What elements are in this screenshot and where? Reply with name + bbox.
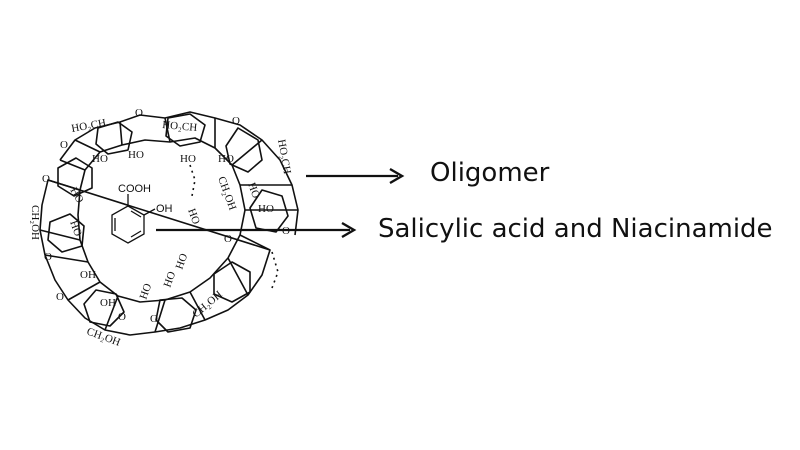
- ring-label-13: HO: [185, 207, 202, 226]
- benzene-ring: [111, 205, 145, 244]
- ring-label-31: O: [224, 233, 232, 245]
- ring-label-8: HO: [218, 153, 234, 165]
- ring-label-5: HO₂CH: [162, 119, 198, 134]
- sugar-unit-bottom-left: [83, 289, 125, 327]
- ring-label-9: HO₂CH: [275, 138, 293, 175]
- sugar-unit-right-top: [225, 127, 263, 173]
- sugar-unit-top-left: [95, 121, 133, 155]
- ring-label-11: CH₂OH: [215, 175, 238, 212]
- ring-label-7: HO: [180, 153, 196, 165]
- oligomer-label: Oligomer: [430, 158, 550, 188]
- sugar-unit-right-bottom: [213, 261, 251, 303]
- ring-label-30: O: [150, 313, 158, 325]
- ring-continuation-dots: [271, 251, 279, 289]
- guest-arrow-head: [341, 221, 357, 239]
- ring-label-17: HO: [67, 186, 85, 206]
- ring-label-28: HO: [174, 252, 191, 271]
- salicylic-acid-structure: [111, 194, 156, 244]
- sugar-unit-top-mid: [165, 113, 206, 147]
- ring-label-6: O: [232, 115, 240, 127]
- ring-label-18: CH₂OH: [29, 205, 41, 240]
- ring-label-19: HO: [67, 219, 84, 238]
- sugar-unit-left: [47, 213, 85, 253]
- ring-label-29: CH₂OH: [190, 289, 225, 321]
- ring-label-10: HO: [245, 181, 262, 200]
- benzene-double-bonds: [114, 210, 142, 238]
- cooh-label: COOH: [118, 183, 151, 195]
- ring-label-12: HO: [258, 203, 274, 215]
- ring-label-4: O: [135, 107, 143, 119]
- ring-continuation-dots-2: [189, 164, 196, 197]
- sugar-unit-right: [249, 189, 289, 233]
- sugar-unit-bottom: [155, 297, 197, 333]
- ring-label-25: O: [118, 311, 126, 323]
- ring-label-3: HO: [128, 149, 144, 161]
- ring-label-16: O: [42, 173, 50, 185]
- ring-label-27: HO: [162, 270, 179, 289]
- oh-bond: [143, 208, 156, 216]
- ring-label-22: O: [56, 291, 64, 303]
- cyclodextrin-ring: [39, 111, 299, 336]
- ring-label-20: O: [44, 251, 52, 263]
- ring-label-21: OH: [80, 269, 96, 281]
- ring-label-23: OH: [100, 297, 116, 309]
- oligomer-arrow-head: [389, 167, 405, 185]
- oh-label: OH: [156, 203, 173, 215]
- ring-label-2: HO: [92, 153, 108, 165]
- arrows: [156, 167, 405, 239]
- ring-label-15: O: [60, 139, 68, 151]
- ring-label-1: HO₂CH: [70, 117, 107, 135]
- ring-rungs: [39, 117, 298, 333]
- ring-label-26: HO: [138, 282, 155, 301]
- sugar-unit-left-top: [57, 157, 93, 197]
- guest-molecule-label: Salicylic acid and Niacinamide: [378, 214, 773, 244]
